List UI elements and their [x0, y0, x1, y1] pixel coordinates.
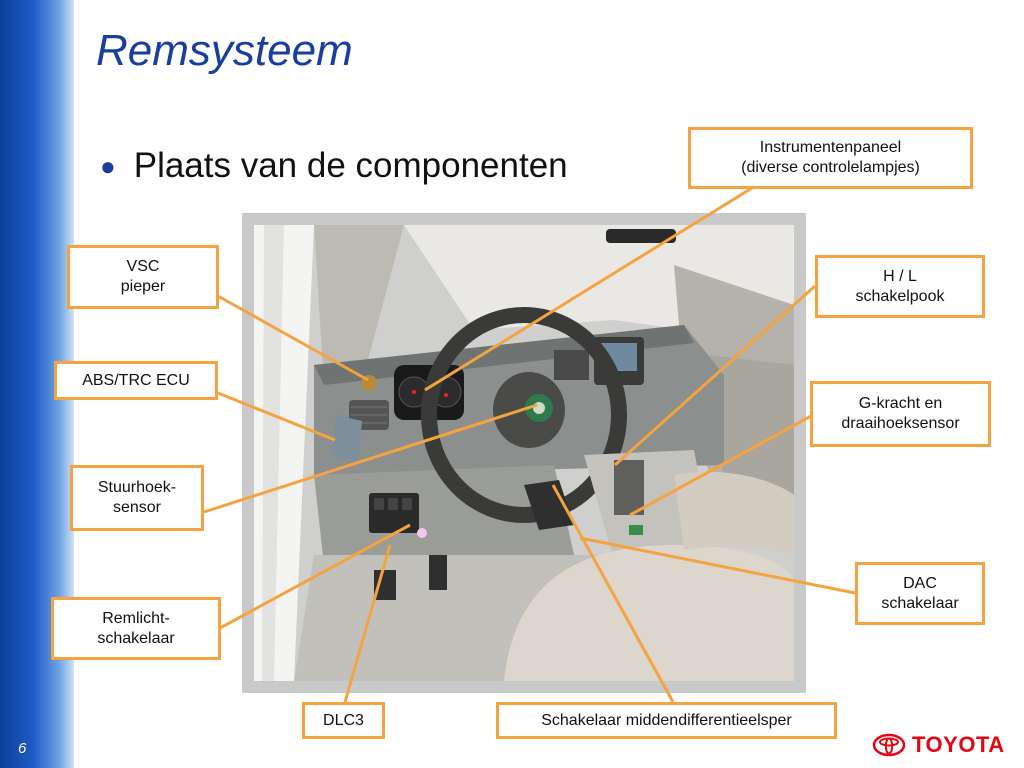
- car-interior-photo: [242, 213, 806, 693]
- callout-instrumentenpaneel-line2: (diverse controlelampjes): [741, 159, 920, 176]
- callout-remlicht-line2: schakelaar: [97, 629, 175, 647]
- callout-abs: ABS/TRC ECU: [54, 361, 218, 400]
- slide-title: Remsysteem: [96, 26, 353, 75]
- callout-hl-line2: schakelpook: [855, 287, 945, 305]
- callout-dac-line1: DAC: [903, 574, 937, 592]
- callout-instrumentenpaneel: Instrumentenpaneel (diverse controlelamp…: [688, 127, 973, 189]
- dashboard-illustration: [254, 225, 794, 681]
- toyota-emblem-icon: [872, 733, 906, 757]
- bullet-text: Plaats van de componenten: [133, 146, 568, 185]
- callout-stuurhoek: Stuurhoek- sensor: [70, 465, 204, 531]
- callout-dlc3-line1: DLC3: [323, 711, 364, 729]
- callout-middendiff: Schakelaar middendifferentieelsper: [496, 702, 837, 739]
- callout-dac-line2: schakelaar: [881, 594, 959, 612]
- callout-stuurhoek-line1: Stuurhoek-: [97, 479, 177, 496]
- callout-dlc3: DLC3: [302, 702, 385, 739]
- callout-gkracht: G-kracht en draaihoeksensor: [810, 381, 991, 447]
- callout-middendiff-line1: Schakelaar middendifferentieelsper: [541, 711, 792, 729]
- callout-vsc-line1: VSC: [126, 258, 160, 275]
- callout-vsc-line2: pieper: [120, 278, 166, 295]
- toyota-wordmark: TOYOTA: [912, 732, 1005, 757]
- callout-hl: H / L schakelpook: [815, 255, 985, 318]
- callout-gkracht-line1: G-kracht en: [858, 395, 943, 412]
- page-number: 6: [18, 740, 27, 757]
- bullet-item: ● Plaats van de componenten: [100, 146, 568, 186]
- callout-abs-line1: ABS/TRC ECU: [82, 371, 190, 389]
- callout-hl-line1: H / L: [883, 267, 917, 285]
- callout-remlicht: Remlicht- schakelaar: [51, 597, 221, 660]
- callout-vsc: VSC pieper: [67, 245, 219, 309]
- toyota-logo: TOYOTA: [872, 732, 1005, 758]
- callout-stuurhoek-line2: sensor: [112, 499, 162, 516]
- callout-gkracht-line2: draaihoeksensor: [841, 415, 960, 432]
- callout-dac: DAC schakelaar: [855, 562, 985, 625]
- bullet-dot-icon: ●: [100, 150, 116, 181]
- callout-remlicht-line1: Remlicht-: [102, 609, 170, 627]
- callout-instrumentenpaneel-line1: Instrumentenpaneel: [759, 139, 902, 156]
